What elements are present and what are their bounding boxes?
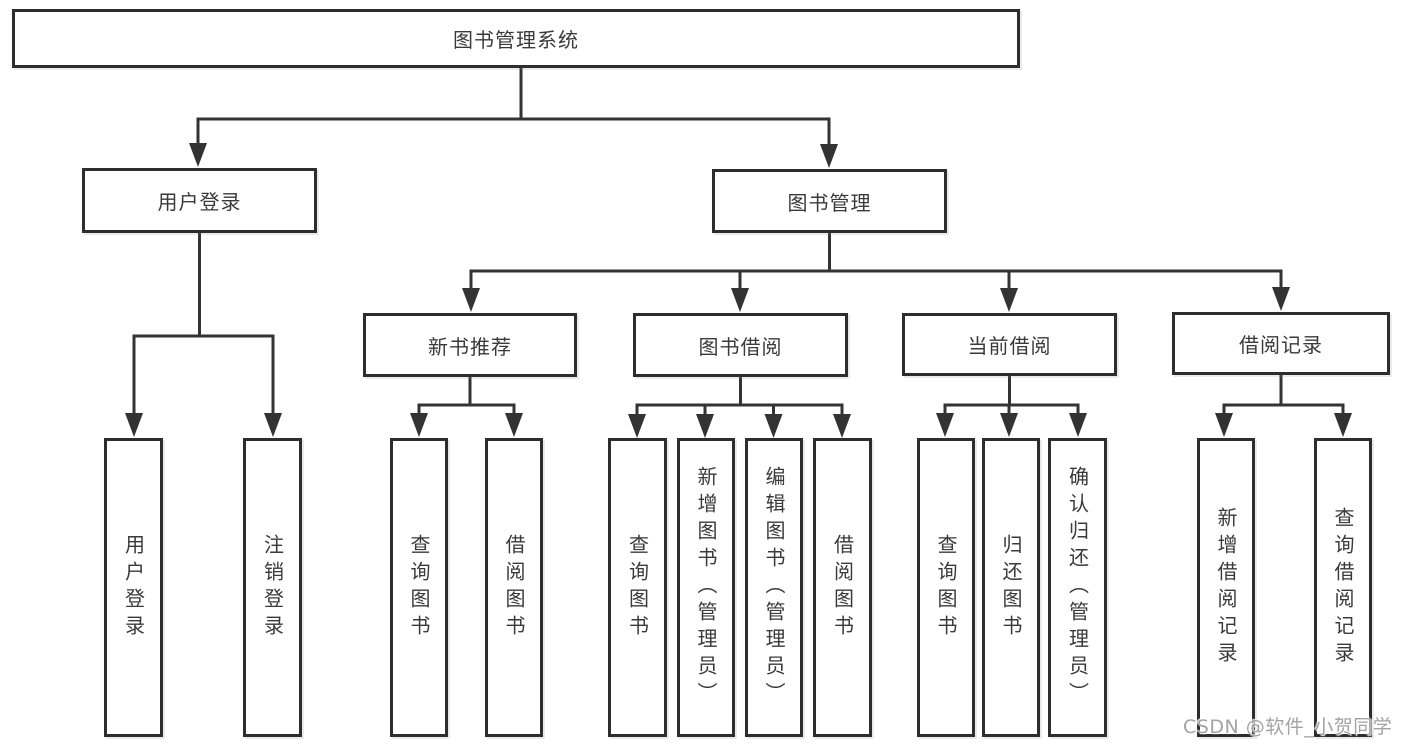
node-current-borrow: 当前借阅: [902, 313, 1117, 376]
node-book-management: 图书管理: [712, 169, 947, 233]
node-leaf-newrec-borrow-books: 借阅图书: [485, 438, 543, 737]
node-leaf-user-login: 用户登录: [104, 438, 163, 737]
node-user-login: 用户登录: [82, 168, 317, 233]
node-leaf-current-query-books: 查询图书: [917, 438, 975, 737]
watermark: CSDN @软件_小贺同学: [1183, 716, 1393, 738]
node-leaf-borrow-add-books-admin: 新增图书（管理员）: [677, 438, 735, 737]
node-leaf-current-return-books: 归还图书: [982, 438, 1040, 737]
node-new-book-recommend: 新书推荐: [363, 313, 577, 377]
node-root: 图书管理系统: [12, 9, 1020, 68]
node-leaf-borrow-edit-books-admin: 编辑图书（管理员）: [745, 438, 803, 737]
node-leaf-logout: 注销登录: [243, 438, 302, 737]
node-leaf-borrow-borrow-books: 借阅图书: [813, 438, 872, 737]
node-leaf-newrec-query-books: 查询图书: [390, 438, 448, 737]
node-leaf-records-add-record: 新增借阅记录: [1197, 438, 1255, 737]
node-leaf-records-query-record: 查询借阅记录: [1314, 438, 1372, 737]
node-borrow-records: 借阅记录: [1172, 312, 1390, 375]
connector-arrowheads: [125, 143, 1352, 438]
connector-shafts: [132, 68, 1345, 417]
node-book-borrow: 图书借阅: [633, 313, 848, 377]
node-leaf-borrow-query-books: 查询图书: [608, 438, 667, 737]
node-leaf-current-confirm-return-admin: 确认归还（管理员）: [1048, 438, 1107, 737]
